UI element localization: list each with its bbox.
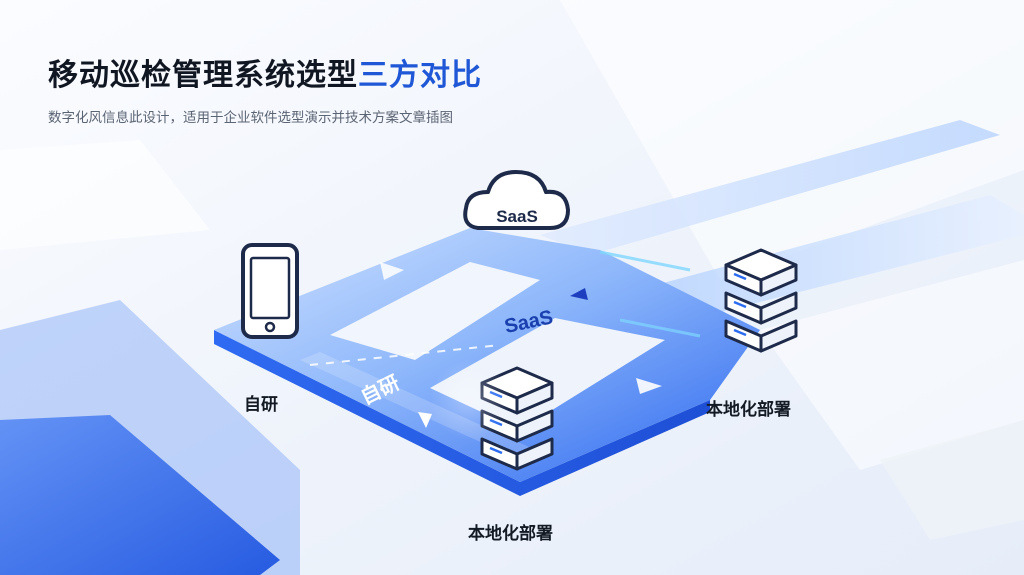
arrow-icon [636,378,662,394]
arrow-icon [418,412,432,428]
local-track [600,195,1024,330]
left-node-label: 自研 [244,395,278,415]
cloud-icon: SaaS [463,170,570,230]
saas-track [540,120,1000,255]
page-title: 移动巡检管理系统选型三方对比 [48,58,482,93]
page-subtitle: 数字化风信息此设计，适用于企业软件选型演示并技术方案文章插图 [48,110,453,126]
server-icon [724,248,798,353]
bottom-node-label: 本地化部署 [468,524,553,544]
page-title-accent: 三方对比 [358,58,482,93]
cloud-label: SaaS [496,207,538,226]
arrow-icon [380,262,404,280]
right-node-label: 本地化部署 [706,400,791,420]
smartphone-icon [241,243,299,339]
arrow-icon [570,288,588,300]
